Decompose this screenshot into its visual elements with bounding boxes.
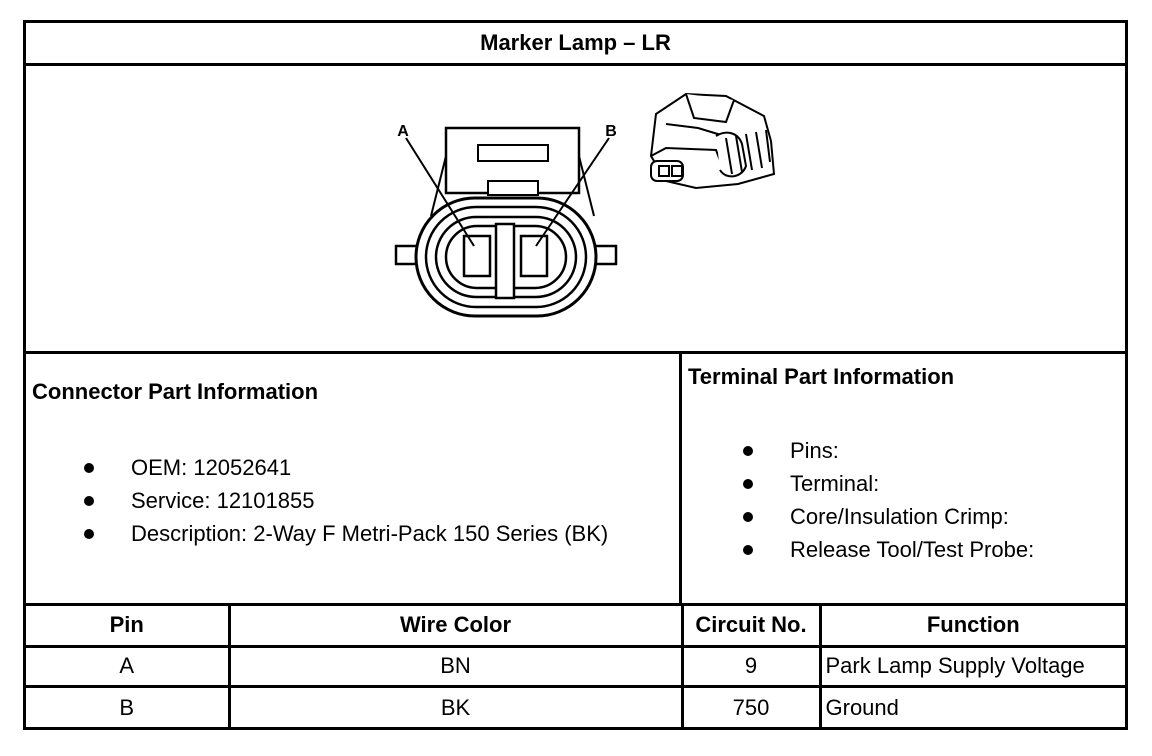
terminal-part-info: Terminal Part Information Pins: Terminal… xyxy=(682,354,1125,606)
terminal-terminal: Terminal: xyxy=(790,471,880,496)
list-item: Terminal: xyxy=(740,467,1034,500)
terminal-info-list: Pins: Terminal: Core/Insulation Crimp: R… xyxy=(740,434,1034,566)
connector-description: Description: 2-Way F Metri-Pack 150 Seri… xyxy=(131,521,609,546)
bullet-icon xyxy=(743,446,753,456)
connector-service: Service: 12101855 xyxy=(131,488,315,513)
header-wire-color: Wire Color xyxy=(227,606,684,648)
cell-wire-color: BK xyxy=(227,685,684,727)
connector-part-info: Connector Part Information OEM: 12052641… xyxy=(26,354,682,606)
connector-face-diagram: A B xyxy=(394,92,776,318)
pin-label-a: A xyxy=(397,123,409,140)
connector-info-heading: Connector Part Information xyxy=(32,379,319,404)
terminal-crimp: Core/Insulation Crimp: xyxy=(790,504,1009,529)
header-pin: Pin xyxy=(26,606,231,648)
connector-diagram-panel: A B xyxy=(26,66,1125,354)
bullet-icon xyxy=(84,529,94,539)
table-header-row: Pin Wire Color Circuit No. Function xyxy=(26,606,1125,648)
cell-function: Ground xyxy=(818,685,1125,727)
cell-circuit-no: 750 xyxy=(680,685,822,727)
pin-label-b: B xyxy=(605,123,617,140)
connector-3d-illustration xyxy=(649,92,776,190)
list-item: OEM: 12052641 xyxy=(81,451,608,484)
connector-info-list: OEM: 12052641 Service: 12101855 Descript… xyxy=(81,451,608,550)
bullet-icon xyxy=(743,545,753,555)
page-title: Marker Lamp – LR xyxy=(26,23,1125,66)
terminal-pins: Pins: xyxy=(790,438,839,463)
bullet-icon xyxy=(743,512,753,522)
table-row: A BN 9 Park Lamp Supply Voltage xyxy=(26,644,1125,689)
bullet-icon xyxy=(84,496,94,506)
terminal-release-tool: Release Tool/Test Probe: xyxy=(790,537,1035,562)
list-item: Pins: xyxy=(740,434,1034,467)
bullet-icon xyxy=(84,463,94,473)
list-item: Release Tool/Test Probe: xyxy=(740,533,1034,566)
list-item: Description: 2-Way F Metri-Pack 150 Seri… xyxy=(81,517,608,550)
pin-table: Pin Wire Color Circuit No. Function A BN… xyxy=(26,606,1125,727)
connector-oem: OEM: 12052641 xyxy=(131,455,292,480)
header-function: Function xyxy=(818,606,1125,648)
cell-pin: A xyxy=(26,644,231,689)
connector-sheet: Marker Lamp – LR A xyxy=(23,20,1128,730)
cell-wire-color: BN xyxy=(227,644,684,689)
cell-pin: B xyxy=(26,685,231,727)
header-circuit-no: Circuit No. xyxy=(680,606,822,648)
list-item: Core/Insulation Crimp: xyxy=(740,500,1034,533)
cell-circuit-no: 9 xyxy=(680,644,822,689)
terminal-info-heading: Terminal Part Information xyxy=(688,364,955,389)
list-item: Service: 12101855 xyxy=(81,484,608,517)
cell-function: Park Lamp Supply Voltage xyxy=(818,644,1125,689)
table-row: B BK 750 Ground xyxy=(26,685,1125,727)
bullet-icon xyxy=(743,479,753,489)
